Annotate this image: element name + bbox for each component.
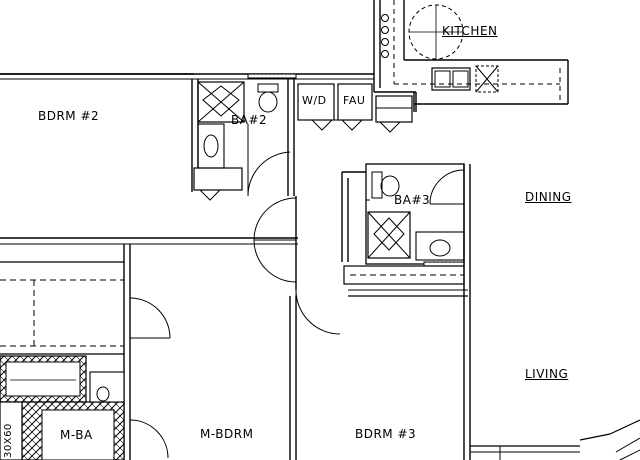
laundry-fixtures [297,83,413,133]
label-tub-size: 30X60 [3,423,14,458]
label-ba-2: BA#2 [231,113,268,127]
label-bdrm-3: BDRM #3 [355,427,417,441]
label-living: LIVING [525,367,569,381]
label-bdrm-2: BDRM #2 [38,109,100,123]
label-ba-3: BA#3 [394,193,431,207]
hall-doors [253,196,341,335]
bath-3-fixtures [341,163,468,297]
master-bath-fixtures [0,355,169,460]
label-washer-dryer: W/D [302,94,327,107]
label-dining: DINING [525,190,572,204]
label-kitchen: KITCHEN [442,24,498,38]
label-master-bath: M-BA [60,428,93,442]
label-master-bedroom: M-BDRM [200,427,254,441]
kitchen-area [373,0,569,112]
bath-2-fixtures [191,79,295,201]
label-furnace: FAU [343,94,366,107]
